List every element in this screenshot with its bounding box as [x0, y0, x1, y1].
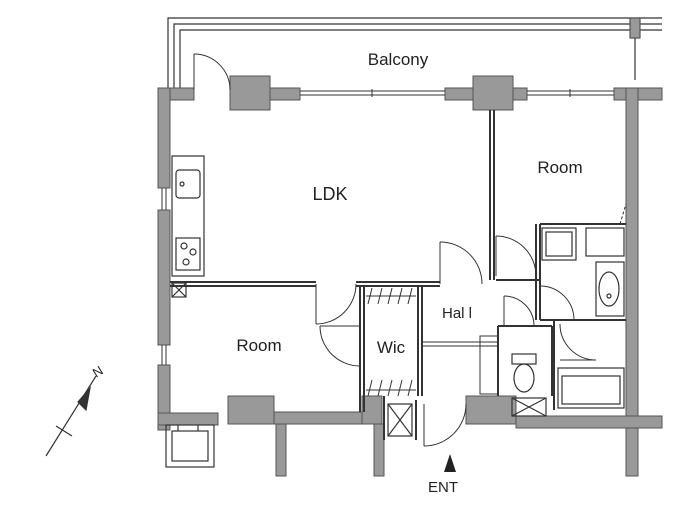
label-balcony: Balcony	[368, 50, 429, 69]
washer-icon	[541, 227, 577, 261]
label-wic: Wic	[377, 338, 406, 357]
doors	[315, 203, 627, 447]
compass-north-label: N	[90, 363, 106, 381]
closet-rods	[366, 287, 416, 397]
north-compass-icon	[45, 375, 97, 457]
basin-icon	[598, 271, 620, 307]
kitchen-counter	[171, 155, 205, 298]
sink-icon	[175, 169, 201, 199]
label-room-west: Room	[236, 336, 281, 355]
label-ldk: LDK	[312, 184, 347, 204]
exterior-walls	[157, 75, 663, 477]
west-room-balcony	[165, 424, 215, 468]
window-tracks	[161, 89, 614, 365]
entrance-arrow-icon	[444, 454, 456, 472]
cooktop-icon	[175, 237, 201, 271]
label-entrance: ENT	[428, 479, 458, 496]
toilet-icon	[513, 363, 535, 393]
label-hall: Hal l	[442, 305, 472, 322]
wet-area-fixtures	[387, 227, 625, 437]
bathtub-icon	[557, 367, 625, 409]
balcony-door	[193, 53, 231, 91]
label-room-east: Room	[537, 158, 582, 177]
balcony-outline	[167, 17, 662, 90]
hall-features	[422, 335, 499, 395]
